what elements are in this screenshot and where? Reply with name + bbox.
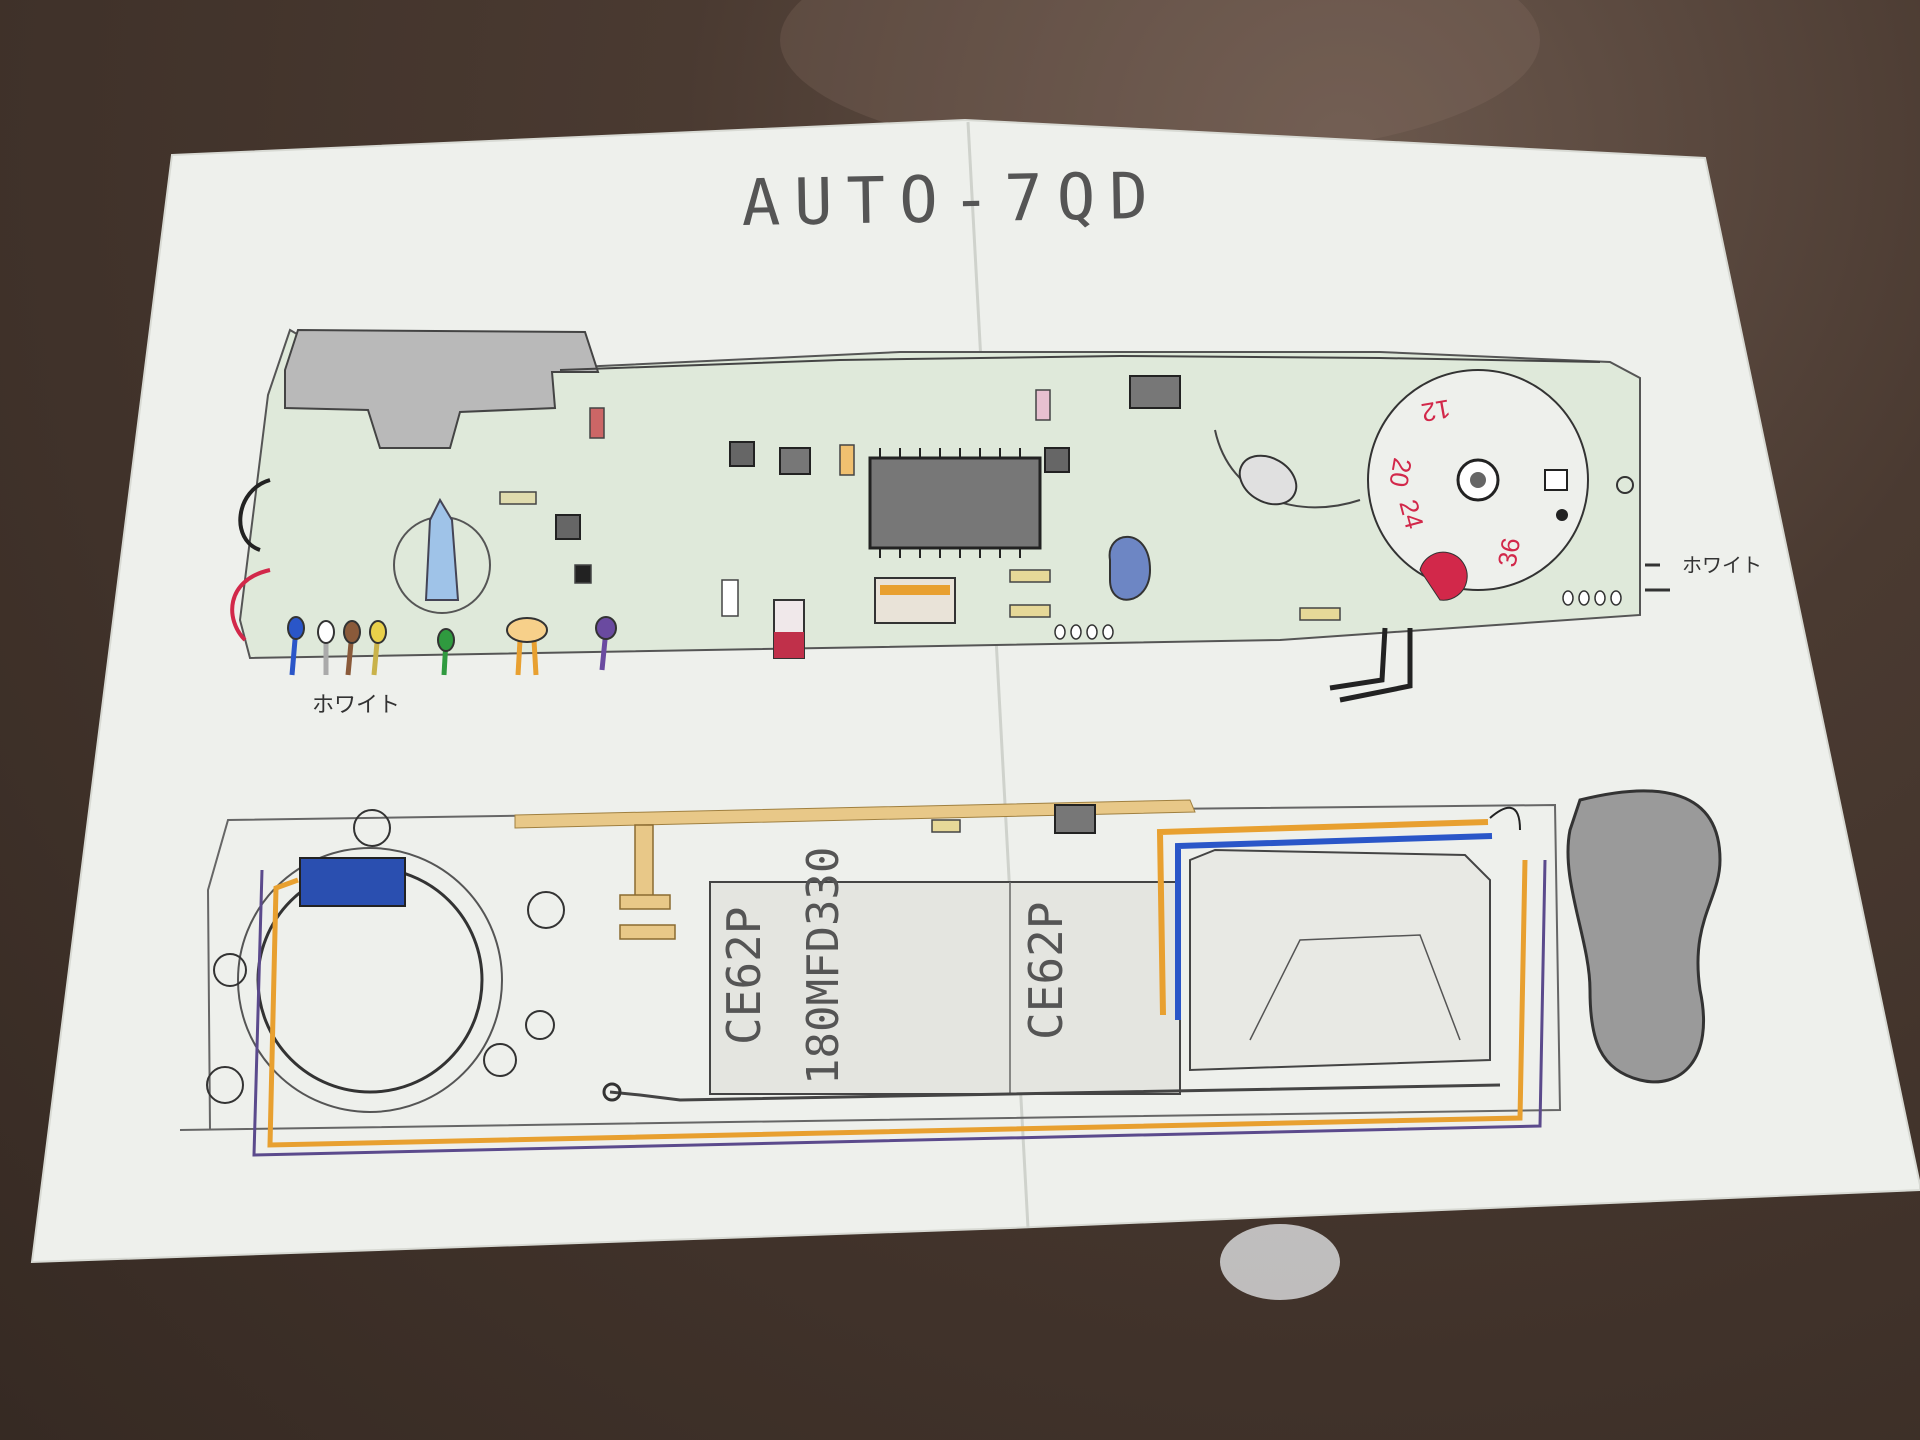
label-white-left: ホワイト: [312, 693, 400, 718]
ic-chip: [868, 456, 1042, 550]
top-circuit-board: ホワイト 12 20 24 36 ホワイト: [230, 328, 1762, 718]
blue-capacitor: [299, 857, 406, 907]
bulb: [393, 497, 491, 614]
film-counter-dial: 12 20 24 36: [1367, 369, 1589, 601]
dial-number-12: 12: [1419, 393, 1453, 428]
capacitor-label-ce62p-2: CE62P: [1019, 902, 1073, 1040]
diagram-title: AUTO-7QD: [741, 160, 1162, 241]
capacitor-label-ce62p-1: CE62P: [717, 907, 771, 1045]
capacitor-block: [709, 881, 1181, 1095]
table-glare: [1220, 1224, 1340, 1300]
dial-number-36: 36: [1492, 536, 1527, 570]
capacitor-label-180mfd330: 180MFD330: [798, 847, 849, 1085]
flash-reflector: [1566, 789, 1722, 1084]
label-white-right: ホワイト: [1682, 553, 1762, 577]
top-housing: [284, 328, 600, 449]
dial-number-20: 20: [1383, 456, 1418, 490]
bottom-circuit-board: CE62P 180MFD330 CE62P: [179, 789, 1722, 1157]
